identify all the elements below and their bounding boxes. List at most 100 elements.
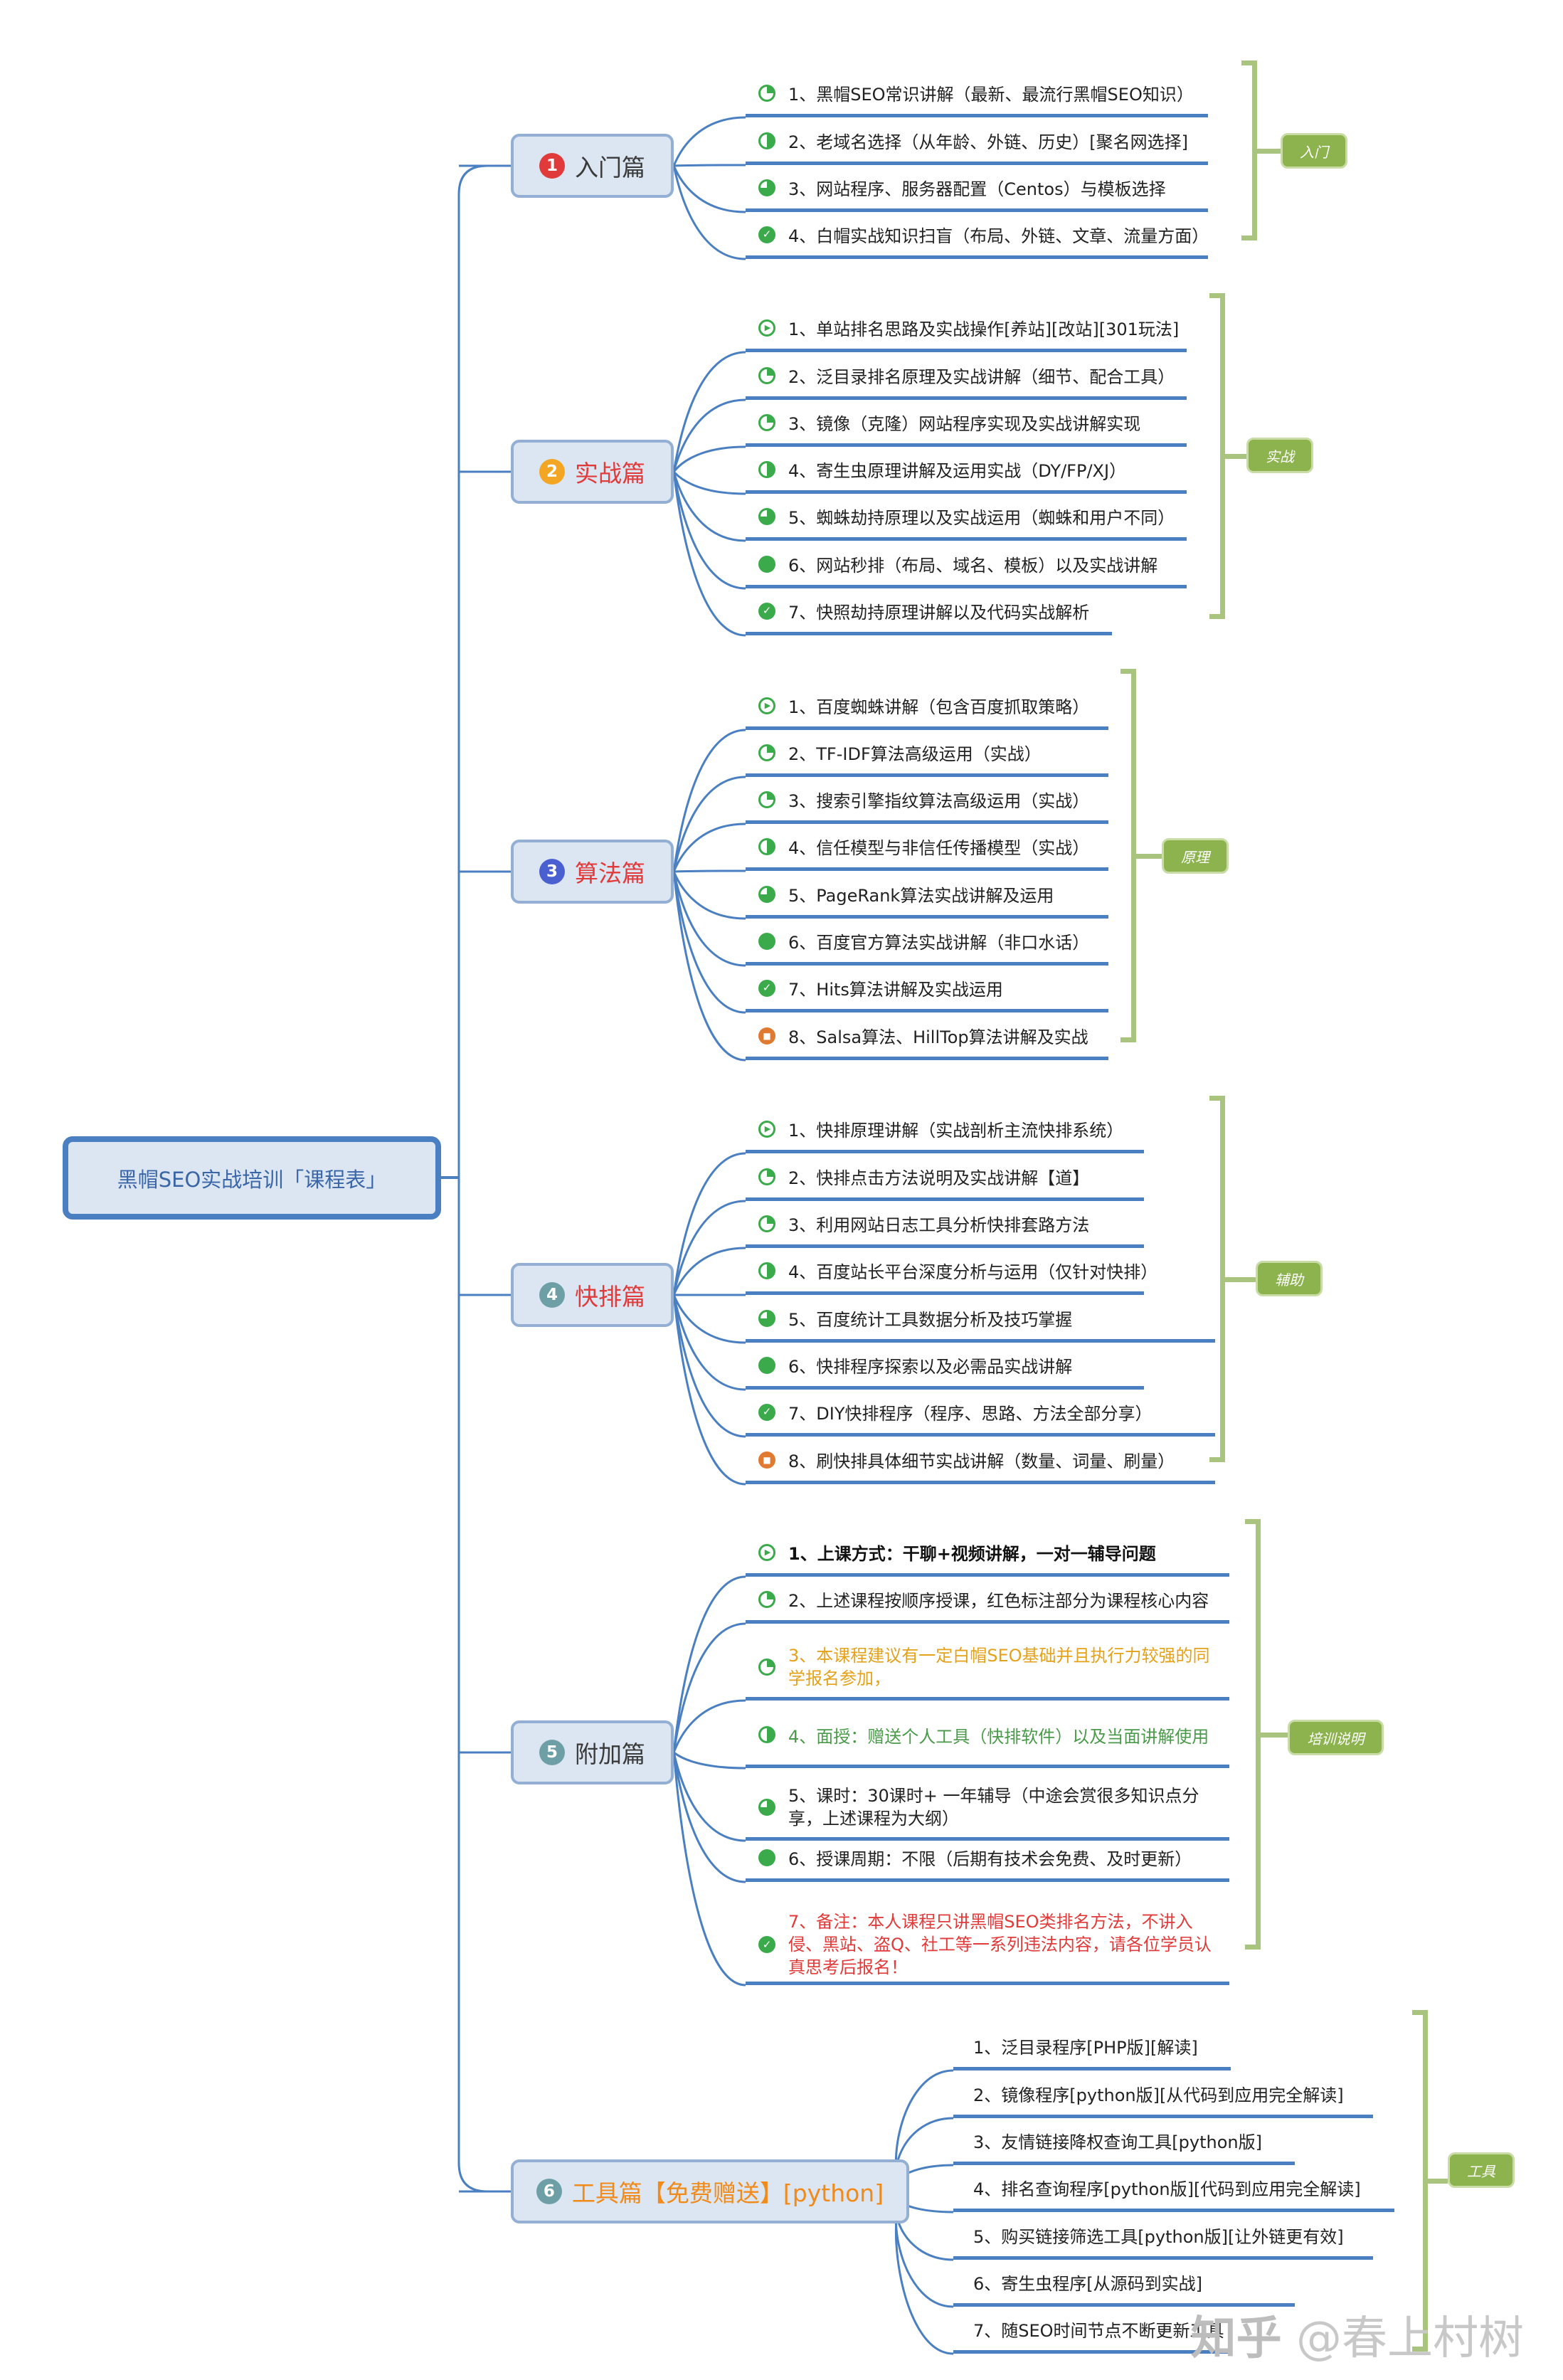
progress-half-icon [758, 460, 775, 478]
progress-quarter-icon [758, 744, 775, 761]
course-item-text: 4、排名查询程序[python版][代码到应用完全解读] [973, 2179, 1361, 2199]
course-item-text: 2、上述课程按顺序授课，红色标注部分为课程核心内容 [788, 1591, 1209, 1611]
root-node[interactable]: 黑帽SEO实战培训「课程表」 [63, 1136, 441, 1220]
course-item-text: 1、泛目录程序[PHP版][解读] [973, 2038, 1198, 2058]
progress-quarter-icon [758, 1659, 775, 1676]
course-item[interactable]: 7、随SEO时间节点不断更新工具 [953, 2311, 1231, 2354]
course-item[interactable]: 3、网站程序、服务器配置（Centos）与模板选择 [746, 169, 1208, 212]
watermark: 知乎 @春上村树 [1191, 2302, 1524, 2367]
category-tag: 辅助 [1256, 1261, 1323, 1296]
course-item[interactable]: ✓7、Hits算法讲解及实战运用 [746, 970, 1108, 1012]
play-icon: ▶ [758, 1543, 775, 1561]
course-item[interactable]: 6、网站秒排（布局、域名、模板）以及实战讲解 [746, 546, 1187, 588]
course-item-text: 2、快排点击方法说明及实战讲解【道】 [788, 1168, 1090, 1188]
course-item[interactable]: 3、利用网站日志工具分析快排套路方法 [746, 1205, 1144, 1248]
course-item[interactable]: 6、授课周期：不限（后期有技术会免费、及时更新） [746, 1839, 1229, 1882]
course-item[interactable]: 4、排名查询程序[python版][代码到应用完全解读] [953, 2169, 1394, 2212]
section-node-3[interactable]: 3 算法篇 [511, 840, 674, 904]
progress-half-icon [758, 837, 775, 855]
course-item[interactable]: 5、PageRank算法实战讲解及运用 [746, 876, 1108, 919]
course-item[interactable]: 3、镜像（克隆）网站程序实现及实战讲解实现 [746, 404, 1187, 447]
course-item[interactable]: ▶ 1、单站排名思路及实战操作[养站][改站][301玩法] [746, 310, 1187, 352]
course-item[interactable]: 4、信任模型与非信任传播模型（实战） [746, 828, 1108, 871]
section-title: 工具篇【免费赠送】[python] [571, 2179, 884, 2207]
course-item[interactable]: 5、购买链接筛选工具[python版][让外链更有效] [953, 2217, 1373, 2260]
group-bracket [1245, 1519, 1261, 1950]
progress-half-icon [758, 1262, 775, 1279]
progress-three-quarter-icon [758, 179, 775, 196]
course-item[interactable]: 5、百度统计工具数据分析及技巧掌握 [746, 1300, 1215, 1343]
course-item[interactable]: 2、快排点击方法说明及实战讲解【道】 [746, 1158, 1144, 1201]
connector-line [672, 1751, 746, 1987]
course-item[interactable]: 6、快排程序探索以及必需品实战讲解 [746, 1347, 1144, 1390]
play-icon: ▶ [758, 319, 775, 337]
connector-line [672, 1699, 746, 1754]
bracket-stub [1257, 148, 1281, 154]
course-item[interactable]: 5、课时：30课时+ 一年辅导（中途会赏很多知识点分享，上述课程为大纲） [746, 1780, 1229, 1841]
course-item[interactable]: 1、泛目录程序[PHP版][解读] [953, 2028, 1231, 2070]
course-item[interactable]: ✓7、DIY快排程序（程序、思路、方法全部分享） [746, 1394, 1215, 1437]
course-item-text: 4、面授：赠送个人工具（快排软件）以及当面讲解使用 [788, 1726, 1209, 1747]
progress-quarter-icon [758, 1168, 775, 1185]
course-item[interactable]: 4、面授：赠送个人工具（快排软件）以及当面讲解使用 [746, 1708, 1229, 1768]
course-item-text: 6、寄生虫程序[从源码到实战] [973, 2274, 1202, 2294]
course-item[interactable]: 4、寄生虫原理讲解及运用实战（DY/FP/XJ） [746, 451, 1187, 494]
course-item-text: 6、网站秒排（布局、域名、模板）以及实战讲解 [788, 556, 1158, 576]
course-item-text: 3、利用网站日志工具分析快排套路方法 [788, 1215, 1090, 1235]
course-item[interactable]: 5、蜘蛛劫持原理以及实战运用（蜘蛛和用户不同） [746, 498, 1187, 541]
course-item-text: 4、信任模型与非信任传播模型（实战） [788, 838, 1090, 858]
course-item[interactable]: 3、搜索引擎指纹算法高级运用（实战） [746, 781, 1108, 824]
connector-line [672, 1152, 746, 1296]
connector-line [672, 870, 746, 1062]
course-item[interactable]: ■8、刷快排具体细节实战讲解（数量、词量、刷量） [746, 1442, 1215, 1484]
check-icon: ✓ [758, 1936, 775, 1953]
course-item[interactable]: 2、上述课程按顺序授课，红色标注部分为课程核心内容 [746, 1581, 1229, 1624]
course-item[interactable]: 3、本课程建议有一定白帽SEO基础并且执行力较强的同学报名参加， [746, 1640, 1229, 1701]
section-title: 算法篇 [575, 860, 645, 887]
category-tag: 培训说明 [1288, 1720, 1384, 1755]
check-icon: ✓ [758, 226, 775, 243]
progress-half-icon [758, 132, 775, 149]
section-number-badge: 5 [539, 1740, 565, 1765]
course-item-text: 2、镜像程序[python版][从代码到应用完全解读] [973, 2085, 1344, 2105]
category-tag: 工具 [1448, 2152, 1515, 2188]
course-item[interactable]: 2、镜像程序[python版][从代码到应用完全解读] [953, 2075, 1373, 2118]
course-item[interactable]: ▶1、快排原理讲解（实战剖析主流快排系统） [746, 1111, 1144, 1153]
stop-icon: ■ [758, 1451, 775, 1469]
course-item[interactable]: 2、老域名选择（从年龄、外链、历史）[聚名网选择] [746, 122, 1208, 165]
course-item[interactable]: 2、泛目录排名原理及实战讲解（细节、配合工具） [746, 357, 1187, 400]
course-item[interactable]: ■8、Salsa算法、HillTop算法讲解及实战 [746, 1017, 1108, 1060]
connector-line [672, 1294, 746, 1344]
course-item[interactable]: ✓7、备注：本人课程只讲黑帽SEO类排名方法，不讲入侵、黑站、盗Q、社工等一系列… [746, 1910, 1229, 1985]
progress-three-quarter-icon [758, 1309, 775, 1327]
course-item[interactable]: ▶1、上课方式：干聊+视频讲解，一对一辅导问题 [746, 1534, 1229, 1577]
course-item[interactable]: 3、友情链接降权查询工具[python版] [953, 2122, 1295, 2165]
course-item[interactable]: ✓7、快照劫持原理讲解以及代码实战解析 [746, 593, 1112, 635]
section-number-badge: 3 [539, 859, 565, 884]
progress-three-quarter-icon [758, 885, 775, 903]
connector-line [672, 445, 746, 473]
course-item[interactable]: 2、TF-IDF算法高级运用（实战） [746, 734, 1108, 777]
course-item-text: 6、百度官方算法实战讲解（非口水话） [788, 933, 1090, 953]
bracket-stub [1261, 1732, 1288, 1738]
course-item[interactable]: ✓4、白帽实战知识扫盲（布局、外链、文章、流量方面） [746, 216, 1209, 259]
course-item[interactable]: 6、百度官方算法实战讲解（非口水话） [746, 923, 1108, 966]
course-item[interactable]: 4、百度站长平台深度分析与运用（仅针对快排） [746, 1252, 1157, 1295]
connector-line [672, 398, 746, 473]
course-item-text: 2、泛目录排名原理及实战讲解（细节、配合工具） [788, 367, 1175, 387]
course-item-text: 7、Hits算法讲解及实战运用 [788, 980, 1003, 1000]
category-tag: 入门 [1281, 133, 1347, 169]
progress-quarter-icon [758, 790, 775, 808]
course-item-text: 1、单站排名思路及实战操作[养站][改站][301玩法] [788, 319, 1180, 339]
bracket-stub [1225, 454, 1246, 459]
course-item[interactable]: 1、黑帽SEO常识讲解（最新、最流行黑帽SEO知识） [746, 75, 1208, 117]
bracket-stub [1225, 1276, 1256, 1282]
course-item[interactable]: 6、寄生虫程序[从源码到实战] [953, 2264, 1295, 2307]
course-item[interactable]: ▶1、百度蜘蛛讲解（包含百度抓取策略） [746, 687, 1108, 730]
